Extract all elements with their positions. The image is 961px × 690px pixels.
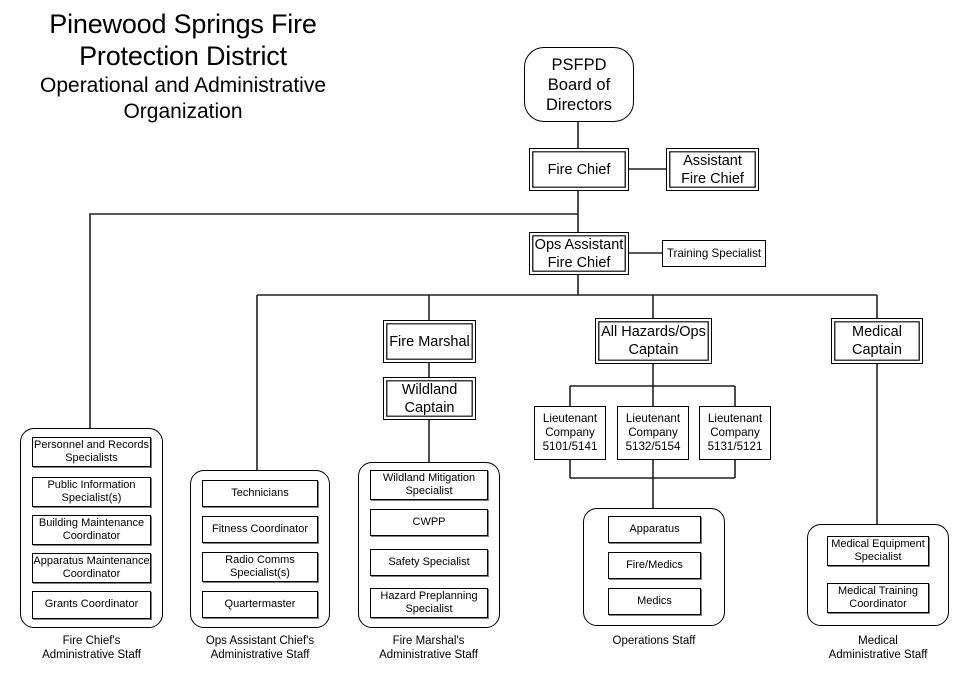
node-all-hazards-ops-captain[interactable]: All Hazards/Ops Captain bbox=[595, 318, 712, 364]
chip-apparatus-maintenance-coordinator[interactable]: Apparatus Maintenance Coordinator bbox=[32, 553, 151, 583]
node-fire-chief[interactable]: Fire Chief bbox=[529, 148, 629, 191]
page-title: Pinewood Springs Fire Protection Distric… bbox=[49, 9, 317, 71]
caption-fire-marshal-admin: Fire Marshal's Administrative Staff bbox=[379, 635, 478, 661]
chip-medics[interactable]: Medics bbox=[608, 588, 701, 615]
chip-quartermaster[interactable]: Quartermaster bbox=[202, 591, 318, 618]
node-assistant-fire-chief[interactable]: Assistant Fire Chief bbox=[666, 148, 759, 191]
node-lieutenant-company-5101-5141[interactable]: Lieutenant Company 5101/5141 bbox=[534, 406, 606, 460]
caption-operations-staff: Operations Staff bbox=[612, 635, 696, 647]
node-training-specialist[interactable]: Training Specialist bbox=[662, 240, 766, 267]
node-medical-captain[interactable]: Medical Captain bbox=[831, 318, 923, 364]
title-block: Pinewood Springs Fire Protection Distric… bbox=[8, 8, 358, 125]
node-lieutenant-company-5131-5121[interactable]: Lieutenant Company 5131/5121 bbox=[699, 406, 771, 460]
node-fire-marshal[interactable]: Fire Marshal bbox=[383, 320, 476, 363]
chip-cwpp[interactable]: CWPP bbox=[370, 509, 488, 536]
chip-safety-specialist[interactable]: Safety Specialist bbox=[370, 549, 488, 576]
node-psfpd-board-of-directors[interactable]: PSFPD Board of Directors bbox=[524, 47, 634, 122]
connector-fire-chief-to-admin-staff bbox=[89, 213, 578, 428]
chip-medical-equipment-specialist[interactable]: Medical Equipment Specialist bbox=[827, 536, 929, 566]
node-ops-assistant-fire-chief[interactable]: Ops Assistant Fire Chief bbox=[529, 232, 629, 275]
chip-medical-training-coordinator[interactable]: Medical Training Coordinator bbox=[827, 583, 929, 613]
chip-fitness-coordinator[interactable]: Fitness Coordinator bbox=[202, 516, 318, 543]
chip-personnel-and-records-specialists[interactable]: Personnel and Records Specialists bbox=[32, 437, 151, 467]
node-lieutenant-company-5132-5154[interactable]: Lieutenant Company 5132/5154 bbox=[617, 406, 689, 460]
caption-fire-chief-admin: Fire Chief's Administrative Staff bbox=[42, 635, 141, 661]
chip-technicians[interactable]: Technicians bbox=[202, 480, 318, 507]
page-subtitle: Operational and Administrative Organizat… bbox=[40, 74, 326, 123]
caption-medical-admin: Medical Administrative Staff bbox=[828, 635, 928, 661]
chip-hazard-preplanning-specialist[interactable]: Hazard Preplanning Specialist bbox=[370, 588, 488, 618]
chip-radio-comms-specialists[interactable]: Radio Comms Specialist(s) bbox=[202, 552, 318, 582]
chip-wildland-mitigation-specialist[interactable]: Wildland Mitigation Specialist bbox=[370, 470, 488, 500]
chip-public-information-specialists[interactable]: Public Information Specialist(s) bbox=[32, 477, 151, 507]
chip-fire-medics[interactable]: Fire/Medics bbox=[608, 552, 701, 579]
chip-building-maintenance-coordinator[interactable]: Building Maintenance Coordinator bbox=[32, 515, 151, 545]
chip-grants-coordinator[interactable]: Grants Coordinator bbox=[32, 591, 151, 619]
node-wildland-captain[interactable]: Wildland Captain bbox=[383, 377, 476, 420]
caption-ops-assistant-chief-admin: Ops Assistant Chief's Administrative Sta… bbox=[205, 635, 315, 661]
chip-apparatus[interactable]: Apparatus bbox=[608, 516, 701, 543]
